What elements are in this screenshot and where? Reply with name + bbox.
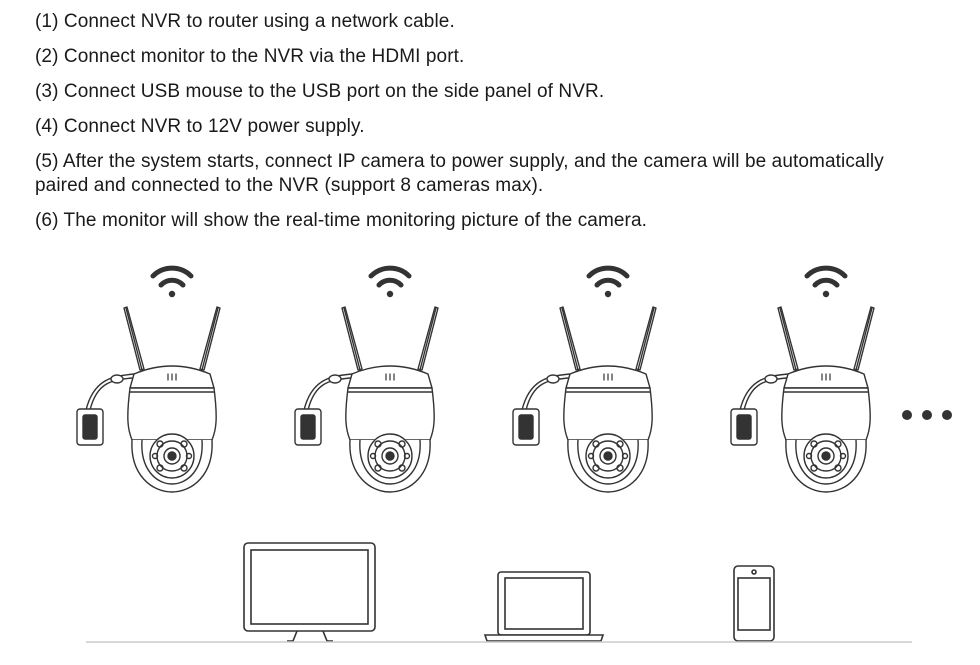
ip-camera-4: [731, 268, 874, 492]
step-6: (6) The monitor will show the real-time …: [35, 210, 648, 231]
step-4: (4) Connect NVR to 12V power supply.: [35, 116, 365, 137]
laptop-icon: [483, 571, 605, 642]
ip-camera-1: [77, 268, 220, 492]
step-3: (3) Connect USB mouse to the USB port on…: [35, 81, 605, 102]
more-cameras-ellipsis: [902, 410, 952, 420]
ip-camera-3: [513, 268, 656, 492]
instruction-list: (1) Connect NVR to router using a networ…: [35, 10, 935, 244]
ip-camera-2: [295, 268, 438, 492]
monitor-icon: [243, 542, 376, 642]
step-1: (1) Connect NVR to router using a networ…: [35, 11, 455, 32]
step-5: (5) After the system starts, connect IP …: [35, 151, 884, 196]
smartphone-icon: [733, 565, 775, 642]
step-2: (2) Connect monitor to the NVR via the H…: [35, 46, 465, 67]
